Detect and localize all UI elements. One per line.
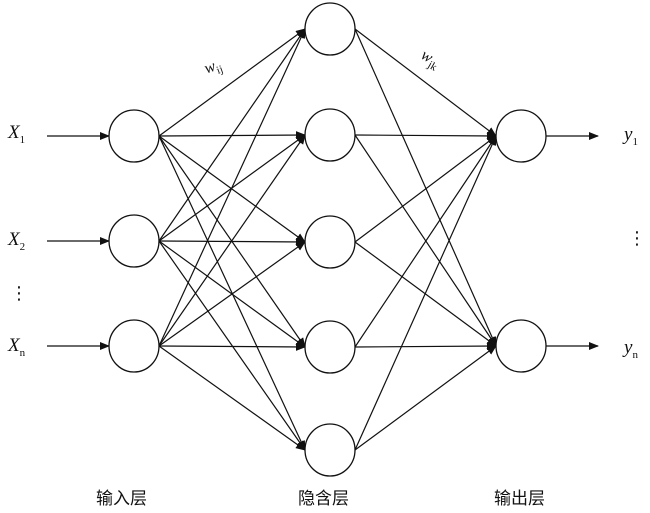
input-ellipsis: ⋮ <box>10 283 28 304</box>
hidden-node <box>304 2 356 56</box>
edge-input-hidden <box>158 240 306 451</box>
input-label-x1: X1 <box>8 122 26 146</box>
hidden-node <box>304 423 356 477</box>
edge-input-hidden <box>158 28 306 137</box>
edge-input-hidden <box>158 135 306 451</box>
hidden-node <box>304 320 356 374</box>
output-node <box>495 319 547 373</box>
layer-label-input: 输入层 <box>96 489 147 509</box>
edge-hidden-output <box>354 135 497 451</box>
edge-input-hidden <box>158 28 306 242</box>
hidden-node <box>304 215 356 269</box>
input-node <box>108 319 160 373</box>
edge-hidden-output <box>354 345 497 451</box>
edge-input-hidden <box>158 28 306 347</box>
output-ellipsis: ⋮ <box>628 228 646 249</box>
input-label-xn: Xn <box>8 335 26 359</box>
edge-hidden-output <box>354 28 497 137</box>
output-label-y1: y1 <box>624 124 638 148</box>
output-label-yn: yn <box>624 337 638 361</box>
edge-input-hidden <box>158 342 306 351</box>
layer-label-output: 输出层 <box>494 489 545 509</box>
edge-input-hidden <box>158 134 306 347</box>
edge-hidden-output <box>354 135 497 348</box>
output-node <box>495 109 547 163</box>
input-label-x2: X2 <box>8 229 26 253</box>
edge-input-hidden <box>158 345 306 451</box>
edge-input-hidden <box>158 241 306 347</box>
input-node <box>108 214 160 268</box>
edge-hidden-output <box>354 342 497 351</box>
edge-hidden-output <box>354 131 497 140</box>
hidden-node <box>304 108 356 162</box>
edge-input-hidden <box>158 135 306 243</box>
edge-hidden-output <box>354 28 497 347</box>
edge-hidden-output <box>354 135 497 243</box>
layer-label-hidden: 隐含层 <box>298 489 349 509</box>
input-node <box>108 109 160 163</box>
